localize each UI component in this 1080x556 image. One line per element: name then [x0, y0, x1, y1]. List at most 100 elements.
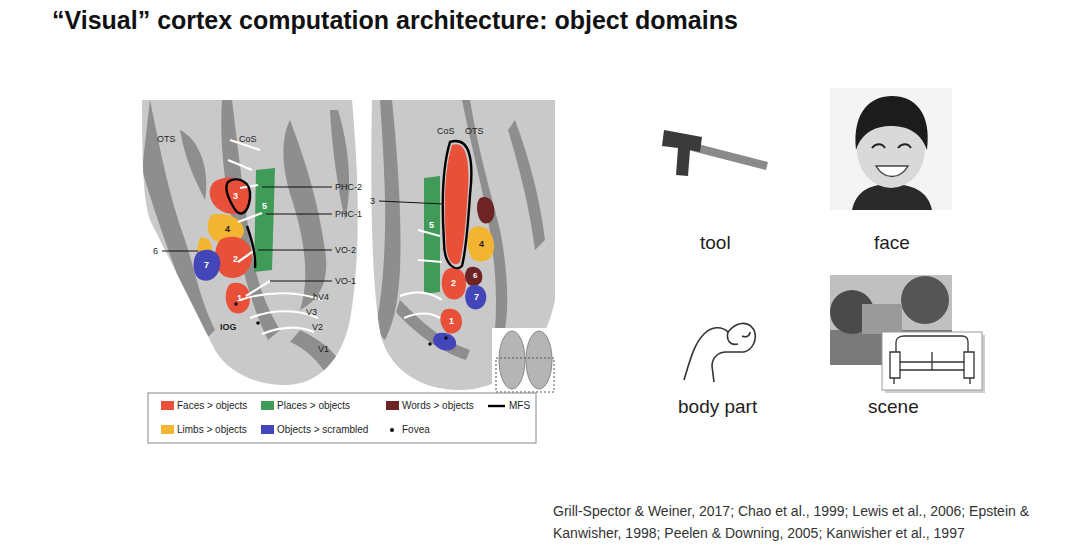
domain-patches	[194, 168, 276, 313]
legend-text: MFS	[509, 400, 530, 412]
sulci	[375, 100, 545, 360]
boundary-line	[238, 185, 270, 296]
legend-swatch	[161, 425, 174, 434]
legend-swatch	[161, 401, 174, 410]
legend-frame	[148, 393, 536, 443]
photo-ground	[830, 88, 952, 210]
inset-ground	[492, 328, 558, 394]
boundary-line	[228, 140, 260, 170]
area-name: PHC-1	[335, 209, 362, 219]
image-caption: tool	[700, 232, 731, 254]
callout-number: 3	[370, 196, 375, 206]
image-caption: scene	[868, 396, 919, 418]
fovea-dots	[234, 302, 260, 325]
face-patch	[440, 309, 462, 334]
sulcus-name: OTS	[157, 134, 176, 144]
slide-title: “Visual” cortex computation architecture…	[52, 6, 738, 35]
mfs-line	[247, 226, 255, 268]
object-patch	[433, 333, 456, 351]
image-caption: face	[874, 232, 910, 254]
sulcus	[508, 120, 545, 250]
fovea-dot	[444, 336, 448, 340]
sulcus-name: CoS	[239, 134, 257, 144]
sofa-frame	[882, 332, 982, 390]
gyrus-name: IOG	[220, 322, 237, 332]
arm-outline	[684, 323, 755, 382]
cortex-surface	[142, 100, 358, 385]
hemisphere	[499, 331, 525, 389]
fovea-dot	[256, 321, 260, 325]
right-cortex-map	[371, 100, 558, 394]
leader-line	[258, 250, 332, 251]
callout-number: 2	[233, 254, 238, 264]
hair	[855, 96, 927, 150]
callout-number: 5	[429, 220, 434, 230]
eyes	[872, 144, 911, 148]
legend-text: Faces > objects	[177, 400, 247, 412]
brain-inset	[492, 328, 558, 394]
face-photo	[830, 88, 952, 210]
building	[862, 304, 902, 334]
sofa-drawing	[890, 336, 974, 384]
sulcus	[142, 100, 215, 340]
area-name: hV4	[313, 292, 329, 302]
callout-number: 7	[474, 292, 479, 302]
sulcus-name: CoS	[437, 126, 455, 136]
hammer-head	[662, 130, 702, 176]
sulcus	[330, 110, 349, 220]
callout-number: 4	[225, 224, 230, 234]
boundary-line	[240, 293, 322, 300]
mfs-outline	[226, 179, 255, 268]
callout-number: 6	[473, 271, 477, 280]
boundary-line	[400, 293, 442, 300]
leader-line	[266, 214, 332, 215]
legend-swatch	[261, 401, 274, 410]
fovea-dot	[428, 342, 432, 346]
inset-frame	[496, 358, 554, 392]
area-name: PHC-2	[335, 182, 362, 192]
face-patch	[215, 237, 252, 278]
sulcus-name: OTS	[465, 126, 484, 136]
citation: Grill-Spector & Weiner, 2017; Chao et al…	[553, 500, 1053, 545]
callout-number: 1	[237, 293, 242, 303]
smile	[876, 166, 908, 177]
legend-swatch	[261, 425, 274, 434]
area-name: VO-1	[335, 276, 356, 286]
legend-text: Fovea	[402, 424, 430, 436]
left-cortex-map	[142, 100, 358, 385]
tree	[901, 276, 949, 324]
cortex-surface	[371, 100, 555, 390]
legend-text: Words > objects	[402, 400, 474, 412]
boundary-line	[404, 314, 440, 319]
object-patch	[194, 250, 221, 281]
sofa-seat	[894, 352, 970, 384]
sulci	[142, 100, 349, 380]
callout-number: 4	[479, 239, 484, 249]
callout-number: 6	[153, 246, 158, 256]
legend-swatch	[386, 401, 399, 410]
word-patch	[477, 197, 494, 223]
object-patch	[465, 285, 486, 309]
hemisphere	[526, 331, 552, 389]
sulcus	[375, 100, 401, 340]
face-patch	[442, 268, 466, 300]
arm-detail	[727, 332, 750, 344]
area-name: V2	[312, 322, 323, 332]
callout-number: 1	[449, 316, 454, 326]
word-patch	[465, 267, 482, 286]
arm-drawing	[684, 323, 755, 382]
sulcus	[290, 330, 345, 380]
leader-lines	[162, 187, 444, 281]
legend-text: Places > objects	[277, 400, 350, 412]
legend-text: Limbs > objects	[177, 424, 247, 436]
image-caption: body part	[678, 396, 757, 418]
hammer-icon	[662, 130, 768, 176]
boundary-line	[262, 328, 314, 334]
area-boundaries	[400, 230, 442, 318]
sofa-picture	[882, 332, 985, 393]
area-boundaries	[228, 140, 322, 334]
area-name: V1	[318, 344, 329, 354]
leader-line	[270, 281, 332, 282]
callout-number: 3	[233, 191, 238, 201]
